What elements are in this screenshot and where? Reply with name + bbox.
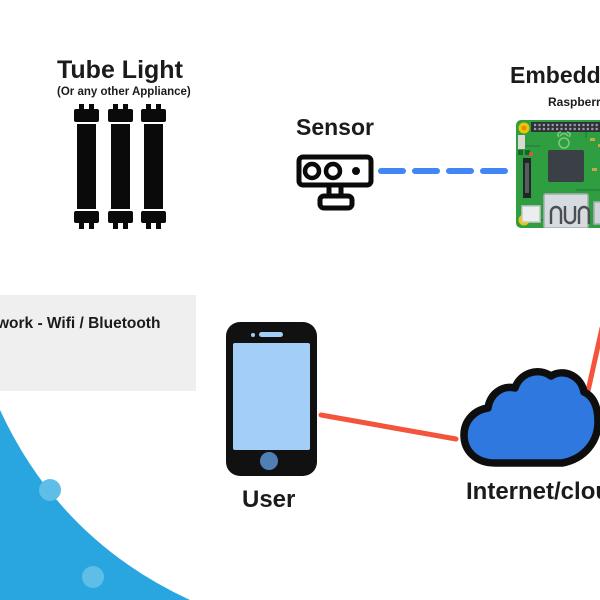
phone-camera-dot-icon	[251, 333, 255, 337]
wave-dot-icon	[82, 566, 104, 588]
phone-speaker-icon	[259, 332, 283, 337]
tube-light-icons	[74, 104, 166, 229]
network-label: Network - Wifi / Bluetooth	[0, 315, 161, 332]
raspberry-pi-board-image	[516, 120, 600, 228]
tube-light-icon	[74, 104, 99, 229]
cloud-icon	[460, 368, 600, 467]
internet-label: Internet/cloud	[466, 478, 600, 505]
tube-light-icon-group	[74, 104, 166, 229]
appliance-subtitle: (Or any other Appliance)	[57, 86, 191, 98]
network-label-box: Network - Wifi / Bluetooth	[0, 295, 196, 391]
user-to-internet-link	[318, 412, 459, 442]
appliance-title: Tube Light	[57, 56, 183, 84]
raspberry-logo-icon	[557, 131, 571, 149]
tube-light-icon	[108, 104, 133, 229]
wave-dot-icon	[39, 479, 61, 501]
smartphone-icon	[226, 322, 317, 476]
user-label: User	[242, 486, 296, 513]
corner-wave-shape	[0, 410, 190, 600]
embedded-title: Embedded	[510, 62, 600, 88]
phone-screen	[233, 343, 310, 450]
sensor-label: Sensor	[296, 114, 374, 140]
tube-light-icon	[141, 104, 166, 229]
motion-sensor-camera-icon	[296, 154, 374, 211]
embedded-subtitle: Raspberry Pi	[548, 95, 600, 109]
phone-home-button-icon	[260, 452, 278, 470]
